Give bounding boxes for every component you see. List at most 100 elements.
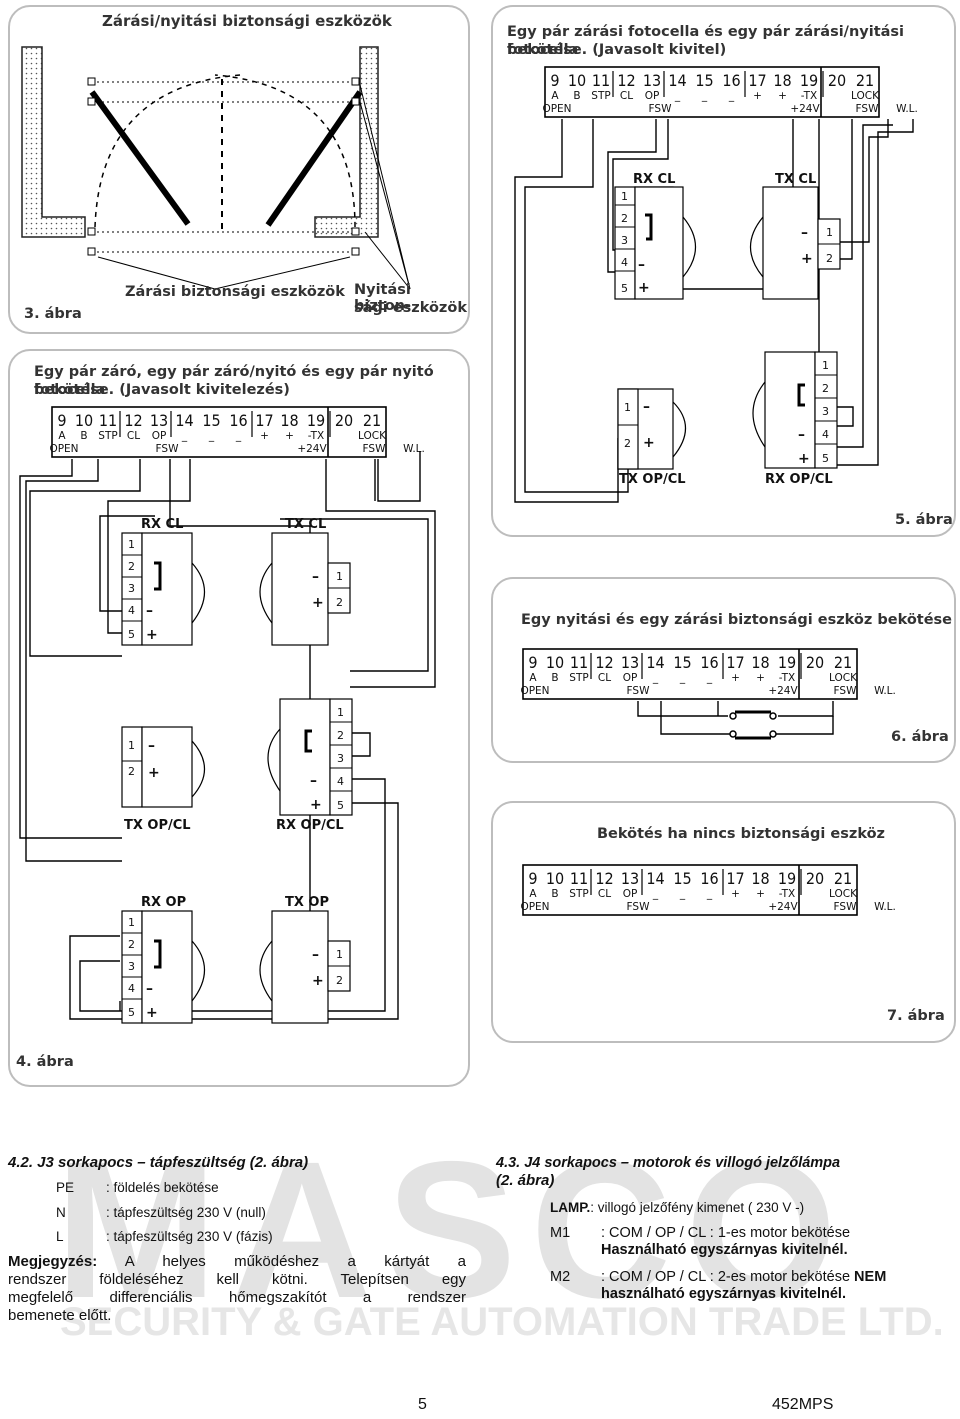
pe-key: PE — [56, 1180, 75, 1195]
terminal-function: -TX — [308, 430, 324, 442]
terminal-function: +24V — [790, 103, 820, 115]
section-4-3-heading-1: 4.3. J4 sorkapocs – motorok és villogó j… — [496, 1155, 841, 1171]
figure-7-panel: Bekötés ha nincs biztonsági eszköz 7. áb… — [491, 801, 956, 1043]
terminal-number: 19 — [307, 411, 325, 430]
terminal-function: A — [551, 90, 559, 102]
terminal-function: _ — [208, 430, 215, 442]
note-paragraph: Megjegyzés: A helyes működéshez a kártyá… — [8, 1253, 466, 1325]
figure-6-label: 6. ábra — [891, 729, 949, 745]
terminal-function: A — [58, 430, 66, 442]
figure-5-panel: Egy pár zárási fotocella és egy pár zárá… — [491, 5, 956, 537]
svg-text:–: – — [801, 225, 808, 241]
terminal-function: W.L. — [896, 103, 918, 115]
rx-opcl-label-4: RX OP/CL — [276, 818, 344, 833]
terminal-function: + — [731, 888, 740, 900]
terminal-function: _ — [181, 430, 188, 442]
terminal-function: A — [529, 888, 537, 900]
terminal-number: 10 — [75, 411, 93, 430]
terminal-function: OPEN — [520, 685, 549, 697]
terminal-number: 19 — [778, 869, 796, 888]
svg-text:+: + — [146, 1005, 158, 1021]
figure-5-title-1: Egy pár zárási fotocella és egy pár zárá… — [507, 24, 905, 58]
m2-bold: NEM — [854, 1269, 887, 1285]
terminal-number: 11 — [570, 869, 588, 888]
tx-opcl-label: TX OP/CL — [619, 472, 686, 487]
terminal-function: STP — [98, 430, 117, 442]
terminal-number: 18 — [751, 869, 769, 888]
terminal-number: 13 — [621, 653, 639, 672]
m2-note: használható egyszárnyas kivitelnél. — [601, 1286, 846, 1302]
watermark-masco: MASCO — [55, 1121, 851, 1339]
terminal-function: CL — [598, 672, 611, 684]
svg-text:2: 2 — [128, 938, 135, 951]
svg-text:1: 1 — [337, 706, 344, 719]
terminal-number: 20 — [828, 71, 846, 90]
terminal-block: 9A10B11STP12CL13OP14_15_16_17+18+19-TX20… — [520, 864, 896, 916]
terminal-function: _ — [235, 430, 242, 442]
terminal-number: 11 — [99, 411, 117, 430]
terminal-number: 16 — [700, 869, 718, 888]
figure-4-title-2: bekötése. (Javasolt kivitelezés) — [34, 382, 290, 398]
svg-text:3: 3 — [128, 582, 135, 595]
terminal-block: 9A10B11STP12CL13OP14_15_16_17+18+19-TX20… — [49, 406, 425, 458]
terminal-function: B — [551, 672, 558, 684]
svg-text:1: 1 — [822, 359, 829, 372]
svg-text:3: 3 — [337, 752, 344, 765]
terminal-number: 10 — [546, 869, 564, 888]
pe-val: : földelés bekötése — [106, 1180, 219, 1195]
svg-text:–: – — [638, 257, 645, 273]
terminal-function: FSW — [834, 685, 858, 697]
page-number: 5 — [418, 1396, 427, 1413]
terminal-number: 20 — [335, 411, 353, 430]
terminal-number: 17 — [255, 411, 273, 430]
terminal-number: 15 — [673, 869, 691, 888]
l-key: L — [56, 1229, 64, 1244]
svg-text:2: 2 — [621, 212, 628, 225]
rx-opcl-label: RX OP/CL — [765, 472, 833, 487]
terminal-function: W.L. — [874, 901, 896, 913]
terminal-function: FSW — [156, 443, 180, 455]
terminal-function: OP — [623, 888, 638, 900]
figure-6-panel: Egy nyitási és egy zárási biztonsági esz… — [491, 577, 956, 763]
svg-text:–: – — [146, 603, 153, 619]
svg-text:1: 1 — [624, 401, 631, 414]
terminal-function: + — [260, 430, 269, 442]
terminal-number: 15 — [673, 653, 691, 672]
svg-text:4: 4 — [128, 982, 135, 995]
svg-text:4: 4 — [337, 775, 344, 788]
switch-contacts — [729, 712, 777, 738]
svg-text:3: 3 — [621, 234, 628, 247]
figure-5-wiring: 9A10B11STP12CL13OP14_15_16_17+18+19-TX20… — [514, 66, 918, 503]
figure-5-label: 5. ábra — [895, 512, 953, 528]
svg-text:+: + — [310, 797, 322, 813]
terminal-number: 17 — [748, 71, 766, 90]
svg-text:4: 4 — [128, 604, 135, 617]
terminal-number: 18 — [773, 71, 791, 90]
tx-cl-label: TX CL — [775, 172, 816, 187]
terminal-number: 18 — [751, 653, 769, 672]
left-wall — [21, 46, 86, 238]
svg-text:+: + — [643, 435, 655, 451]
m1-key: M1 — [550, 1225, 571, 1241]
terminal-number: 12 — [595, 653, 613, 672]
terminal-number: 11 — [592, 71, 610, 90]
n-key: N — [56, 1205, 66, 1220]
terminal-function: _ — [679, 888, 686, 900]
terminal-function: + — [285, 430, 294, 442]
terminal-function: OPEN — [520, 901, 549, 913]
figure-6-wiring: 9A10B11STP12CL13OP14_15_16_17+18+19-TX20… — [520, 648, 896, 740]
figure-7-title: Bekötés ha nincs biztonsági eszköz — [597, 826, 885, 842]
rx-op-label: RX OP — [141, 895, 186, 910]
figure-7-wiring: 9A10B11STP12CL13OP14_15_16_17+18+19-TX20… — [520, 864, 896, 916]
terminal-function: + — [778, 90, 787, 102]
terminal-number: 10 — [568, 71, 586, 90]
figure-7-label: 7. ábra — [887, 1008, 945, 1024]
m2-val-wrap: : COM / OP / CL : 2-es motor bekötése NE… — [601, 1269, 886, 1285]
tx-cl-label-4: TX CL — [285, 517, 326, 532]
tx-op-label: TX OP — [285, 895, 329, 910]
m2-val: : COM / OP / CL : 2-es motor bekötése — [601, 1269, 855, 1285]
figure-4-wiring: 9A10B11STP12CL13OP14_15_16_17+18+19-TX20… — [19, 406, 436, 1024]
tx-opcl-label-4: TX OP/CL — [124, 818, 191, 833]
opening-devices-label-2: sági eszközök — [354, 300, 467, 316]
terminal-function: STP — [591, 90, 610, 102]
